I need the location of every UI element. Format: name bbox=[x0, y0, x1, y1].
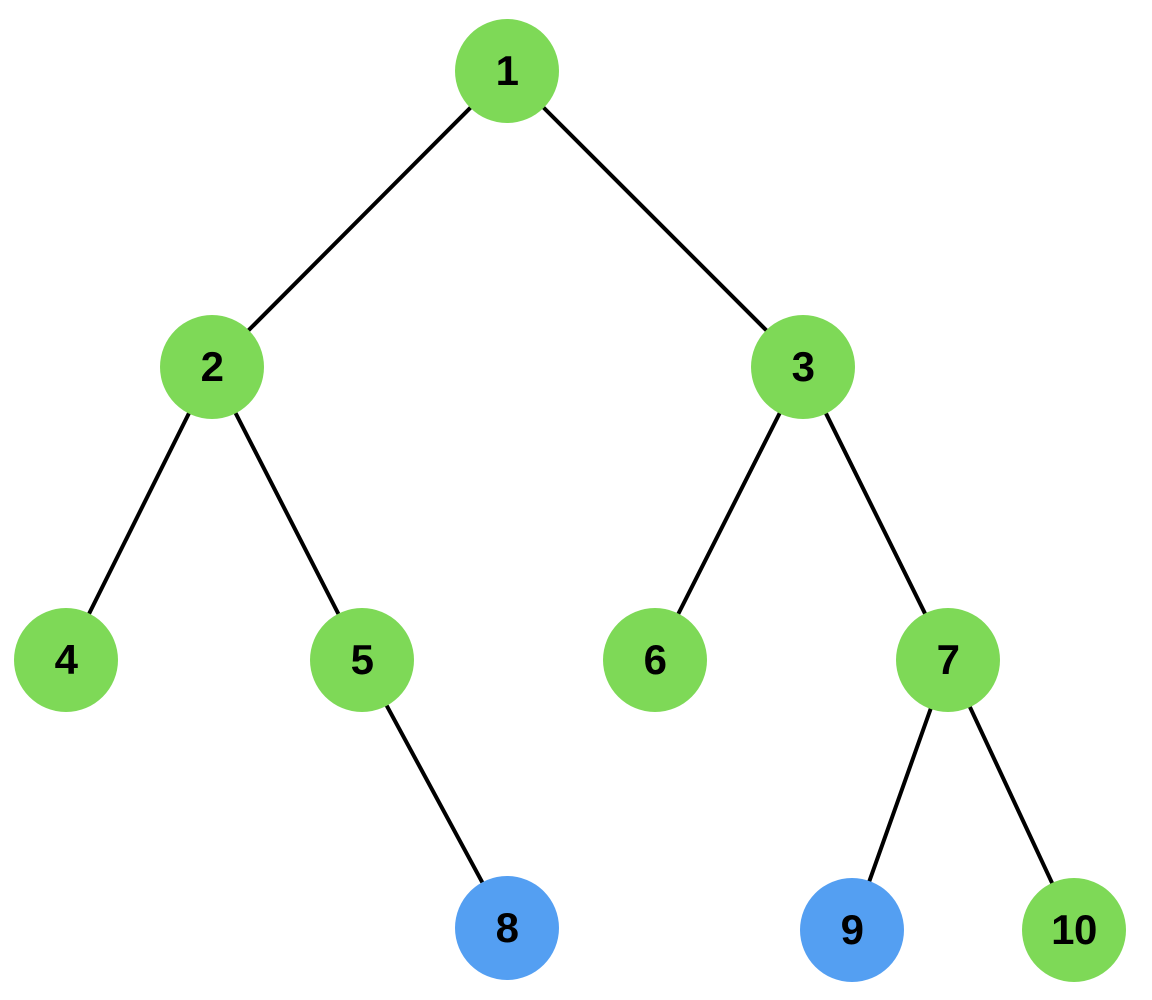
tree-node-3[interactable]: 3 bbox=[751, 315, 855, 419]
tree-edge-1-3 bbox=[540, 104, 770, 334]
tree-node-label-7: 7 bbox=[936, 636, 960, 683]
tree-node-1[interactable]: 1 bbox=[455, 19, 559, 123]
tree-edge-3-6 bbox=[675, 409, 783, 618]
tree-node-6[interactable]: 6 bbox=[603, 608, 707, 712]
tree-node-5[interactable]: 5 bbox=[310, 608, 414, 712]
tree-node-8[interactable]: 8 bbox=[455, 876, 559, 980]
tree-node-label-6: 6 bbox=[643, 636, 667, 683]
tree-node-label-5: 5 bbox=[350, 636, 374, 683]
tree-node-10[interactable]: 10 bbox=[1022, 878, 1126, 982]
tree-node-label-2: 2 bbox=[200, 343, 224, 390]
tree-node-2[interactable]: 2 bbox=[160, 315, 264, 419]
tree-node-4[interactable]: 4 bbox=[14, 608, 118, 712]
tree-edge-3-7 bbox=[823, 409, 928, 618]
tree-node-9[interactable]: 9 bbox=[800, 878, 904, 982]
tree-node-label-9: 9 bbox=[840, 906, 864, 953]
tree-node-label-10: 10 bbox=[1051, 906, 1097, 953]
tree-edge-7-10 bbox=[967, 703, 1055, 887]
tree-node-7[interactable]: 7 bbox=[896, 608, 1000, 712]
tree-edge-7-9 bbox=[866, 705, 934, 885]
tree-node-label-4: 4 bbox=[54, 636, 78, 683]
tree-node-label-3: 3 bbox=[791, 343, 815, 390]
tree-edge-1-2 bbox=[245, 104, 474, 334]
tree-edge-5-8 bbox=[383, 701, 486, 887]
tree-edge-2-5 bbox=[232, 409, 342, 618]
tree-node-label-1: 1 bbox=[495, 47, 519, 94]
tree-node-label-8: 8 bbox=[495, 904, 519, 951]
tree-edge-2-4 bbox=[86, 409, 192, 618]
